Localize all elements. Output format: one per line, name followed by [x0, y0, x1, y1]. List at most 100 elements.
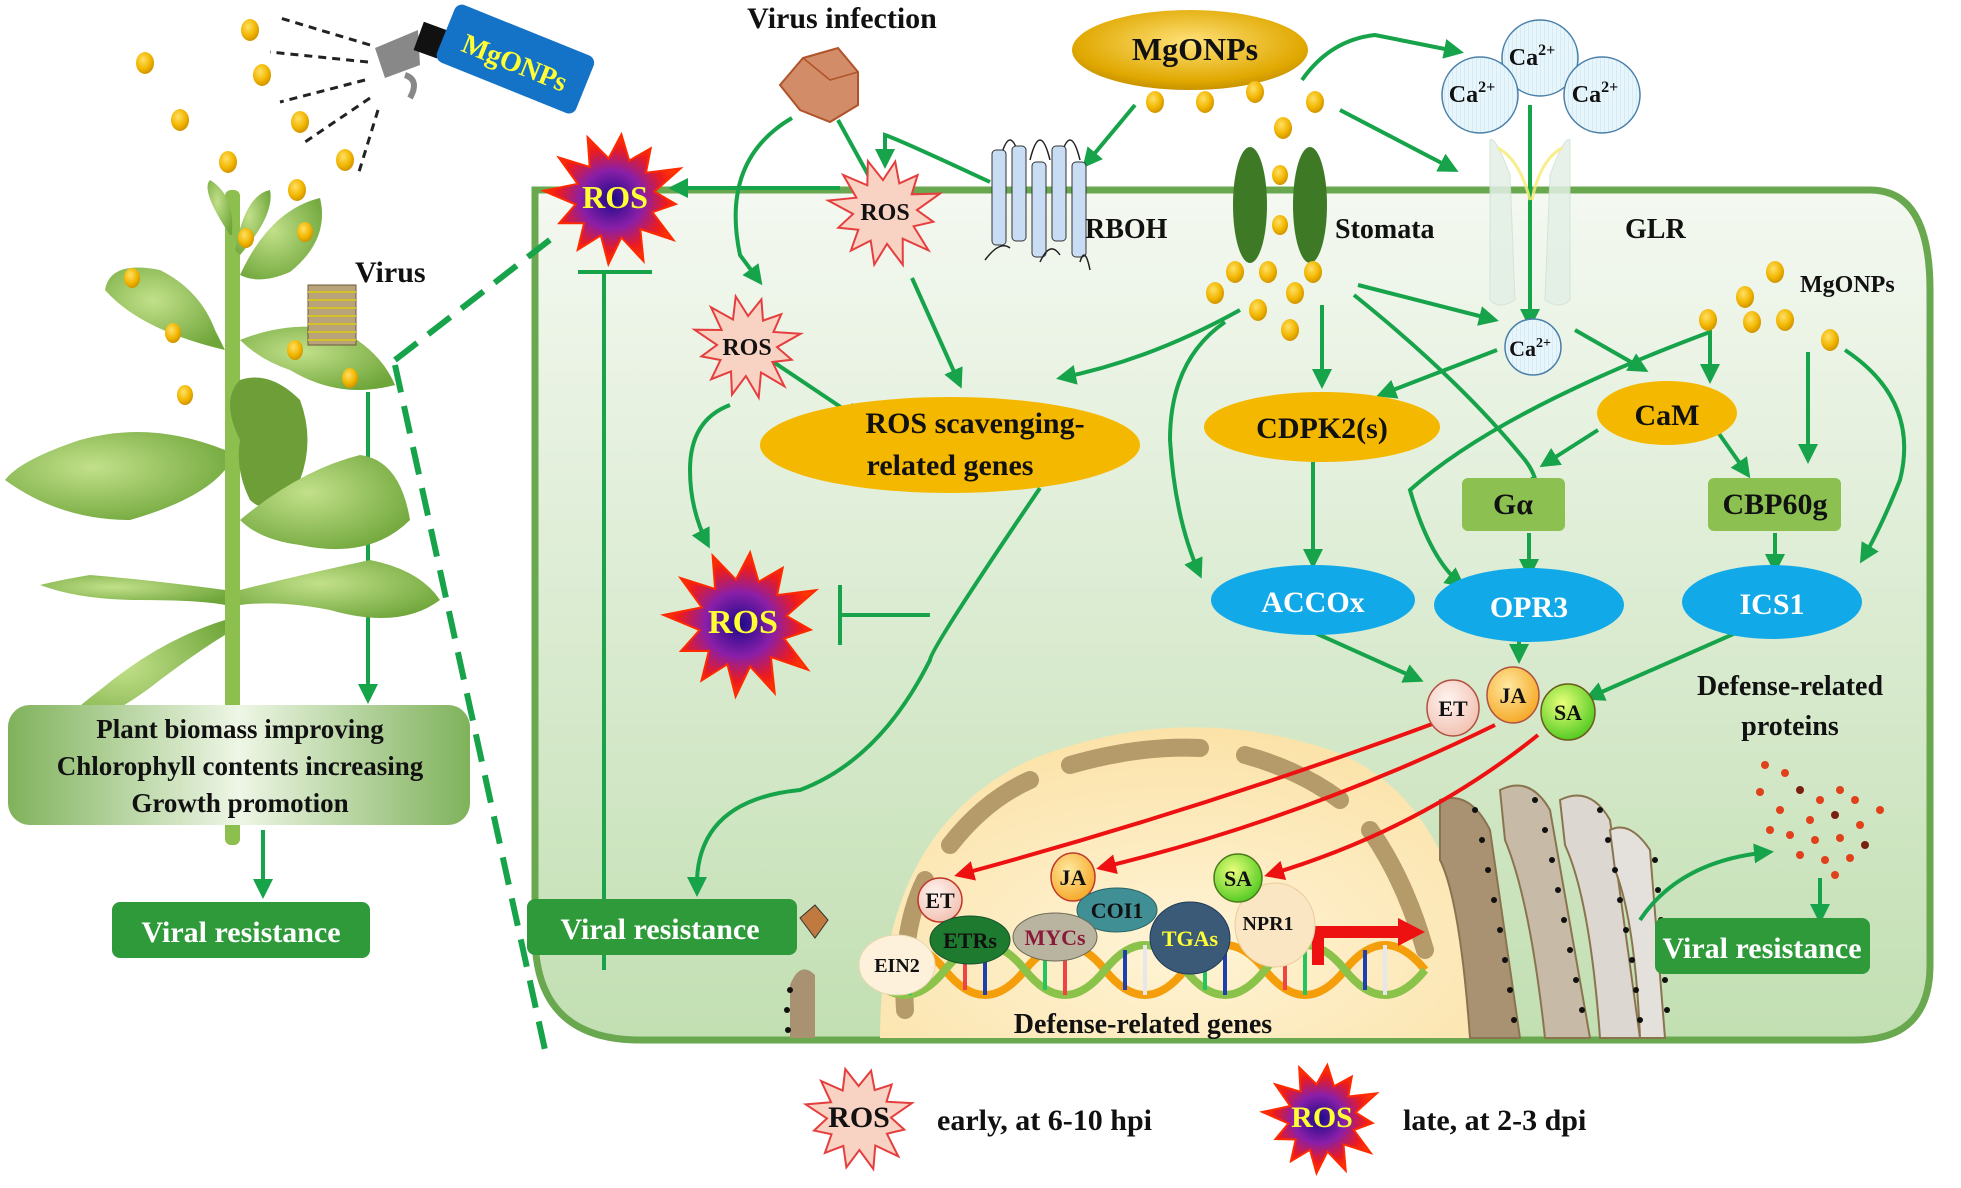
tgas-label: TGAs [1162, 926, 1219, 951]
cbp60g-label: CBP60g [1723, 488, 1828, 521]
et-nucleus-label: ET [925, 888, 955, 913]
transcription-arrow-head [1398, 918, 1425, 946]
viral-resistance-left-box [527, 899, 797, 955]
legend: ROS early, at 6-10 hpi ROS late, at 2-3 … [802, 1062, 1586, 1176]
ein2-label: EIN2 [874, 955, 920, 977]
legend-late-text: late, at 2-3 dpi [1403, 1104, 1586, 1137]
ros-late-outside [540, 131, 684, 268]
effect-line-2: Chlorophyll contents increasing [57, 751, 424, 781]
cam-node [1597, 381, 1737, 445]
npr1-node [1234, 882, 1316, 968]
ja-nucleus-node [1050, 852, 1096, 902]
legend-early-ros-icon [802, 1066, 915, 1172]
effect-line-3: Growth promotion [131, 788, 348, 818]
tgas-node [1149, 901, 1231, 975]
rod-virus-icon [307, 284, 357, 346]
stomata-label: Stomata [1335, 214, 1435, 245]
virus-infection-label: Virus infection [747, 2, 937, 35]
opr3-label: OPR3 [1490, 591, 1568, 624]
plant-effects-box [8, 705, 470, 825]
legend-early-ros-label: ROS [828, 1101, 890, 1134]
mgonps-spray-particles [136, 19, 354, 201]
ros-late-cytoplasm [659, 549, 820, 700]
defense-proteins-line1: Defense-related [1697, 671, 1884, 702]
defense-protein-particles [1756, 761, 1884, 879]
plant-viral-resistance-box [112, 902, 370, 958]
accox-label: ACCOx [1261, 586, 1364, 619]
rboh-icon [984, 139, 1091, 271]
viral-resistance-right-label: Viral resistance [1662, 932, 1861, 965]
ros-scavenging-line1: ROS scavenging- [865, 407, 1084, 440]
sprayer-icon [375, 4, 595, 114]
membrane-protein-icon [799, 904, 829, 939]
spray-lines [269, 16, 380, 176]
cbp60g-node [1708, 478, 1841, 531]
sa-node [1540, 683, 1596, 741]
mgonps-inner-label: MgONPs [1800, 272, 1895, 298]
etrs-node [929, 915, 1011, 965]
coi1-label: COI1 [1091, 898, 1144, 923]
cdpk-label: CDPK2(s) [1256, 412, 1388, 445]
ca-ion-label-2: Ca2+ [1449, 79, 1495, 108]
viral-resistance-left-label: Viral resistance [560, 913, 759, 946]
ja-node [1486, 666, 1540, 724]
viral-resistance-right-box [1655, 918, 1870, 974]
ja-nucleus-label: JA [1060, 865, 1087, 890]
stomata-icon [1233, 147, 1327, 263]
ca-ion-label-1: Ca2+ [1509, 42, 1555, 71]
galpha-label: Gα [1493, 488, 1533, 521]
plant-viral-resistance-label: Viral resistance [141, 916, 340, 949]
accox-node [1211, 565, 1415, 635]
transcription-arrow [1312, 926, 1400, 965]
ros-early-membrane-label: ROS [860, 200, 909, 226]
mgonps-particles-stomata [1206, 261, 1322, 341]
cdpk-node [1204, 392, 1440, 462]
mycs-label: MYCs [1024, 925, 1086, 950]
ca-single-label: Ca2+ [1509, 336, 1551, 361]
ros-scavenging-genes-node [760, 397, 1140, 493]
coi1-node [1076, 887, 1158, 933]
glr-channel-icon [1489, 138, 1571, 306]
zoom-connector-top [393, 229, 562, 363]
calcium-cluster [1441, 19, 1641, 134]
virus-capsid-icon [778, 46, 859, 124]
zoom-connector-bottom [392, 364, 548, 1051]
ros-early-membrane [824, 158, 944, 268]
ein2-node [858, 934, 936, 996]
mgonps-particles-top [1146, 81, 1324, 139]
ros-early-cytoplasm-label: ROS [722, 335, 771, 361]
legend-late-ros-icon [1259, 1062, 1380, 1176]
plant-illustration [5, 180, 440, 845]
et-node [1426, 679, 1480, 737]
ros-early-cytoplasm [691, 293, 805, 401]
ros-late-cytoplasm-label: ROS [708, 604, 778, 641]
ros-late-outside-label: ROS [582, 179, 648, 215]
glr-label: GLR [1625, 214, 1686, 245]
virus-plant-label: Virus [355, 256, 426, 289]
defense-proteins-line2: proteins [1741, 711, 1839, 742]
effect-line-1: Plant biomass improving [96, 714, 384, 744]
calcium-single [1504, 318, 1562, 376]
sa-nucleus-label: SA [1224, 866, 1252, 891]
legend-late-ros-label: ROS [1291, 1101, 1353, 1134]
npr1-label: NPR1 [1242, 913, 1293, 935]
ics1-node [1682, 565, 1862, 639]
mycs-node [1012, 912, 1098, 962]
et-label: ET [1438, 696, 1468, 721]
legend-early-text: early, at 6-10 hpi [937, 1104, 1152, 1137]
ros-scavenging-line2: related genes [867, 449, 1034, 482]
galpha-node [1462, 478, 1565, 531]
etrs-label: ETRs [943, 928, 997, 953]
opr3-node [1434, 568, 1624, 642]
sa-label: SA [1554, 700, 1582, 725]
rboh-label: RBOH [1085, 214, 1168, 245]
red-arrows [954, 718, 1540, 881]
cam-label: CaM [1635, 399, 1700, 432]
mgonps-particles-inner [1699, 261, 1839, 351]
sa-nucleus-node [1213, 853, 1263, 903]
endoplasmic-reticulum [784, 784, 1670, 1039]
inhibition-lines [578, 270, 930, 970]
mgonps-ellipse [1072, 10, 1308, 90]
